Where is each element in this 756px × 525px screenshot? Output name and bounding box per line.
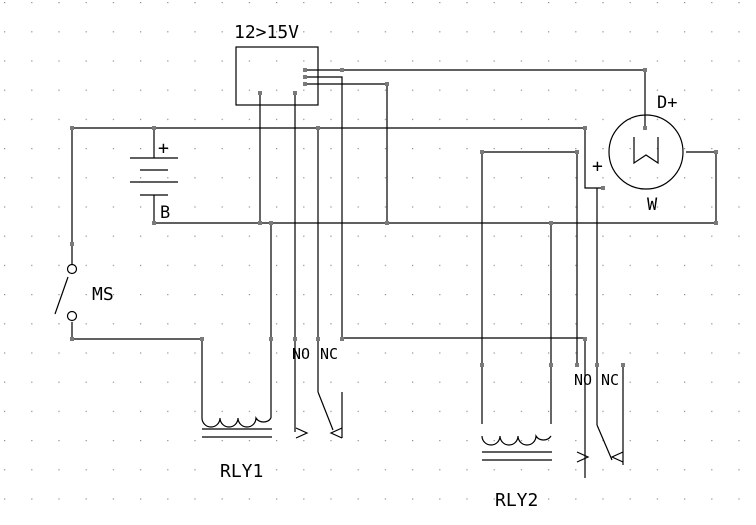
battery-plus-label: +	[158, 138, 169, 159]
junction-dot	[714, 221, 718, 225]
junction-dot	[549, 363, 553, 367]
junction-dot	[549, 221, 553, 225]
switch-label: MS	[92, 284, 114, 305]
junction-dot	[621, 363, 625, 367]
junction-dot	[340, 337, 344, 341]
junction-dot	[316, 337, 320, 341]
junction-dot	[575, 363, 579, 367]
junction-dot	[385, 82, 389, 86]
junction-dot	[303, 75, 307, 79]
junction-dot	[480, 150, 484, 154]
junction-dot	[200, 337, 204, 341]
junction-dot	[583, 126, 587, 130]
junction-dot	[575, 150, 579, 154]
relay1-coil: RLY1	[201, 416, 272, 482]
relay2-label: RLY2	[495, 490, 538, 511]
converter-label: 12>15V	[234, 22, 299, 43]
junction-dot	[643, 126, 647, 130]
main-switch: MS	[54, 244, 114, 322]
wire-rly1-nc-feed	[342, 337, 586, 478]
relay1-nc-label: NC	[320, 345, 338, 363]
wire-positive-rail	[72, 127, 603, 189]
relay2-nc-label: NC	[601, 371, 619, 389]
junction-dot	[70, 126, 74, 130]
relay2-coil: RLY2	[481, 434, 552, 511]
junction-dot	[258, 91, 262, 95]
junction-dot	[269, 221, 273, 225]
junction-dot	[316, 126, 320, 130]
wire-ground-rail	[154, 151, 717, 224]
junction-dot	[643, 68, 647, 72]
pump-plus-label: +	[592, 156, 603, 177]
wire-converter-out2	[305, 76, 343, 338]
relay1-label: RLY1	[220, 461, 263, 482]
junction-dot	[70, 337, 74, 341]
junction-dot	[714, 150, 718, 154]
junction-dot	[269, 337, 273, 341]
junction-dot	[293, 337, 297, 341]
junction-dot	[70, 242, 74, 246]
pump-motor: + D+ W	[592, 93, 684, 215]
junction-dot	[340, 68, 344, 72]
junction-dot	[595, 363, 599, 367]
pump-label: W	[647, 195, 658, 215]
battery-symbol: + B	[130, 138, 178, 223]
relay1-contacts: NO NC	[292, 345, 343, 439]
battery-label: B	[160, 203, 170, 223]
junction-dot	[480, 363, 484, 367]
junction-dot	[601, 186, 605, 190]
junction-dot	[152, 126, 156, 130]
converter-12-15v: 12>15V	[234, 22, 319, 106]
relay1-no-label: NO	[292, 345, 310, 363]
junction-dot	[152, 221, 156, 225]
junction-dot	[258, 221, 262, 225]
junction-dot	[303, 82, 307, 86]
relay2-contacts: NO NC	[574, 371, 624, 463]
junction-dot	[303, 68, 307, 72]
pump-dplus-label: D+	[657, 93, 677, 113]
junction-dots	[70, 68, 718, 367]
junction-dot	[583, 337, 587, 341]
junction-dot	[385, 221, 389, 225]
wire-ms-to-coil	[71, 322, 203, 418]
junction-dot	[293, 91, 297, 95]
relay2-no-label: NO	[574, 371, 592, 389]
